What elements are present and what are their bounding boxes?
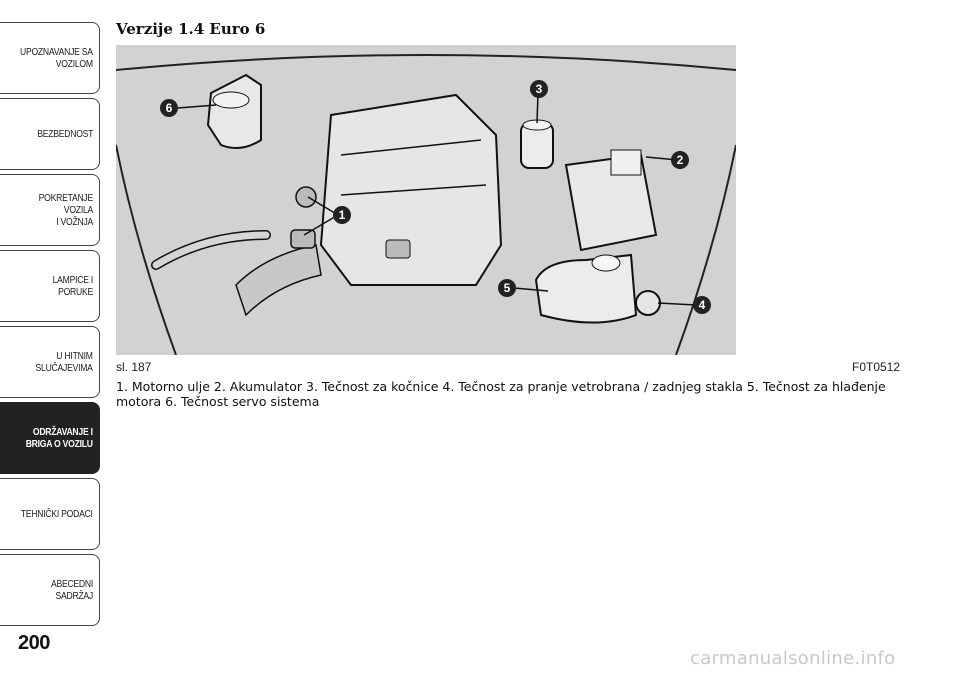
callout-1: 1 (333, 206, 351, 224)
tab-lampice[interactable]: LAMPICE I PORUKE (0, 250, 100, 322)
tab-label: TEHNIČKI PODACI (21, 508, 93, 520)
callout-4: 4 (693, 296, 711, 314)
tab-upoznavanje[interactable]: UPOZNAVANJE SA VOZILOM (0, 22, 100, 94)
tab-abecedni-sadrzaj[interactable]: ABECEDNI SADRŽAJ (0, 554, 100, 626)
tab-label: BEZBEDNOST (37, 128, 93, 140)
callout-2: 2 (671, 151, 689, 169)
tab-label: LAMPICE I PORUKE (52, 274, 94, 298)
figure-code: F0T0512 (852, 360, 901, 374)
engine-bay-illustration: 1 2 3 4 5 6 (116, 45, 736, 355)
figure-caption: 1. Motorno ulje 2. Akumulator 3. Tečnost… (116, 379, 886, 409)
figure-number: sl. 187 (116, 360, 152, 374)
tab-pokretanje[interactable]: POKRETANJE VOZILA I VOŽNJA (0, 174, 100, 246)
tab-odrzavanje[interactable]: ODRŽAVANJE I BRIGA O VOZILU (0, 402, 100, 474)
tab-u-hitnim[interactable]: U HITNIM SLUČAJEVIMA (0, 326, 100, 398)
tab-label: ABECEDNI SADRŽAJ (50, 578, 93, 602)
watermark: carmanualsonline.info (690, 648, 896, 669)
tab-tehnicki-podaci[interactable]: TEHNIČKI PODACI (0, 478, 100, 550)
tab-label: ODRŽAVANJE I BRIGA O VOZILU (25, 426, 93, 450)
section-title: Verzije 1.4 Euro 6 (116, 20, 266, 38)
callout-5: 5 (498, 279, 516, 297)
tab-label: UPOZNAVANJE SA VOZILOM (20, 46, 93, 70)
tab-bezbednost[interactable]: BEZBEDNOST (0, 98, 100, 170)
tab-label: U HITNIM SLUČAJEVIMA (35, 350, 93, 374)
callout-3: 3 (530, 80, 548, 98)
tab-label: POKRETANJE VOZILA I VOŽNJA (38, 192, 94, 228)
engine-diagram (116, 45, 736, 355)
page-number: 200 (18, 632, 50, 654)
callout-6: 6 (160, 99, 178, 117)
